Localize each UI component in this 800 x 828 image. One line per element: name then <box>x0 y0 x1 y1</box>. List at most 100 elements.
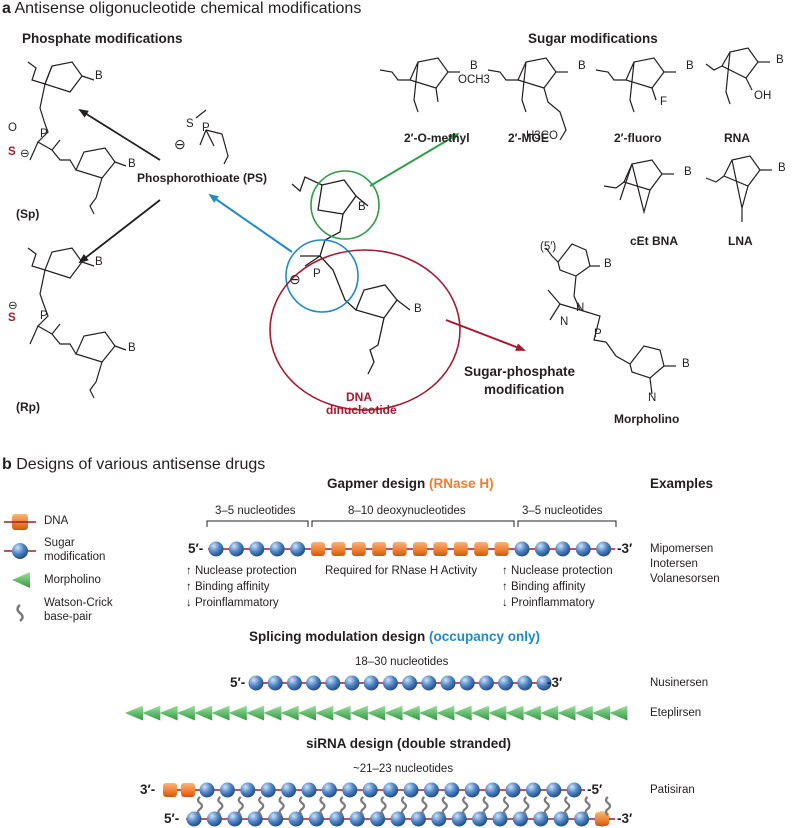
sirna-top-sugar-unit <box>525 782 541 798</box>
sirna-top-dna-unit <box>181 783 195 797</box>
atom-b-s5: B <box>684 166 692 178</box>
atom-s-rp: S <box>8 312 16 324</box>
sirna-top-sugar-unit <box>546 782 562 798</box>
atom-p-m: P <box>594 328 602 340</box>
sirna-bottom-sugar-unit <box>206 811 222 827</box>
sirna-span: ~21–23 nucleotides <box>353 763 454 775</box>
example-eteplirsen: Eteplirsen <box>650 707 702 719</box>
sirna-base-pair <box>319 796 326 816</box>
sirna-base-pair <box>604 796 612 816</box>
splicing-sugar-unit <box>363 675 379 691</box>
rp-label: (Rp) <box>16 400 40 414</box>
legend-sugar-icon <box>12 543 28 559</box>
panel-a-heading: a Antisense oligonucleotide chemical mod… <box>2 0 361 18</box>
sugar-label-cet-bna: cEt BNA <box>630 234 679 248</box>
morpholino-structure <box>545 243 676 395</box>
sugar-cet-bna-structure <box>603 159 674 215</box>
morpholino-5-prime: (5′) <box>540 241 557 253</box>
dna-label-1: DNA <box>346 390 372 404</box>
sugar-label-lna: LNA <box>728 234 753 248</box>
green-sugar-circle <box>310 170 380 240</box>
atom-b-rp1: B <box>95 256 103 268</box>
examples-heading: Examples <box>650 476 714 491</box>
minus-ps: ⊖ <box>174 136 186 152</box>
sugar-sub-moe: H3CO <box>526 130 558 142</box>
gapmer-sugar-unit <box>555 541 571 557</box>
minus-sp: ⊖ <box>20 148 30 160</box>
black-arrow-sp <box>78 108 161 161</box>
phosphate-heading: Phosphate modifications <box>22 31 183 46</box>
gapmer-left-note-3: ↓ Proinflammatory <box>186 597 279 609</box>
eteplirsen-morpholino-unit <box>471 705 489 721</box>
eteplirsen-morpholino-unit <box>384 705 403 721</box>
gapmer-left-note-1: ↑ Nuclease protection <box>186 565 297 577</box>
sugar-2-moe-structure <box>487 57 568 141</box>
sugar-heading: Sugar modifications <box>528 31 658 46</box>
sirna-base-pair <box>543 796 550 816</box>
sirna-top-sugar-unit <box>383 782 399 798</box>
splicing-heading-text: Splicing modulation design <box>249 629 426 644</box>
atom-b-s3: B <box>686 60 694 72</box>
atom-n-m3: N <box>648 392 657 404</box>
eteplirsen-morpholino-unit <box>349 705 368 721</box>
gapmer-sugar-unit <box>575 541 591 557</box>
eteplirsen-morpholino-unit <box>263 705 282 721</box>
sirna-base-pair <box>441 796 448 816</box>
sirna-bottom-sugar-unit <box>492 811 508 827</box>
ps-label: Phosphorothioate (PS) <box>137 171 267 185</box>
sirna-top-sugar-unit <box>444 782 460 798</box>
sugar-sub-fluoro: F <box>660 96 668 108</box>
sirna-base-pair <box>237 796 244 816</box>
sirna-bottom-sugar-unit <box>512 811 528 827</box>
eteplirsen-morpholino-unit <box>436 705 455 721</box>
eteplirsen-morpholino-unit <box>419 705 438 721</box>
gapmer-dna-unit <box>413 542 427 556</box>
panel-b-heading: b Designs of various antisense drugs <box>2 456 265 474</box>
minus-dna: ⊖ <box>289 271 301 287</box>
sugar-phosphate-label-2: modification <box>484 382 565 397</box>
eteplirsen-morpholino-unit <box>315 705 334 721</box>
splicing-sugar-unit <box>536 675 552 691</box>
black-arrow-rp <box>78 199 161 264</box>
sugar-sub-omethyl: OCH3 <box>458 74 490 86</box>
eteplirsen-morpholino-unit <box>592 705 611 721</box>
sirna-top-sugar-unit <box>464 782 480 798</box>
gapmer-sugar-unit <box>514 541 530 557</box>
sirna-base-pair <box>482 796 489 816</box>
gapmer-dna-unit <box>351 542 366 556</box>
sirna-bottom-sugar-unit <box>268 811 284 827</box>
atom-b-s1: B <box>470 60 478 72</box>
splicing-heading: Splicing modulation design (occupancy on… <box>249 629 540 644</box>
eteplirsen-morpholino-unit <box>246 705 265 721</box>
sirna-bottom-sugar-unit <box>288 811 304 827</box>
legend-watson-crick-label: Watson-Crick <box>44 597 113 609</box>
gapmer-dna-unit <box>311 542 325 556</box>
panel-b-title: Designs of various antisense drugs <box>16 456 266 473</box>
sirna-base-pair <box>278 796 285 816</box>
sirna-base-pair <box>298 796 306 816</box>
splicing-heading-paren: (occupancy only) <box>429 629 541 644</box>
gapmer-dna-unit <box>392 542 407 556</box>
sirna-bot-right: -3′ <box>617 811 633 826</box>
atom-b-dna1: B <box>358 201 366 213</box>
strands-layer <box>125 541 628 827</box>
splicing-sugar-unit <box>344 675 360 691</box>
dna-dinucleotide-structure <box>291 176 411 375</box>
splicing-sugar-unit <box>248 675 264 691</box>
atom-s-sp: S <box>8 146 16 158</box>
eteplirsen-morpholino-unit <box>540 705 559 721</box>
gapmer-sugar-unit <box>249 541 265 557</box>
gapmer-dna-unit <box>433 542 448 556</box>
sirna-top-sugar-unit <box>321 782 337 798</box>
sirna-bottom-sugar-unit <box>247 811 263 827</box>
blue-arrow <box>208 193 293 253</box>
gapmer-dna-unit <box>372 542 387 556</box>
legend-watson-crick-icon <box>16 604 24 622</box>
eteplirsen-morpholino-unit <box>367 705 386 721</box>
eteplirsen-morpholino-unit <box>211 705 230 721</box>
sirna-bottom-sugar-unit <box>472 811 488 827</box>
splicing-sugar-unit <box>286 675 302 691</box>
gapmer-right-note-3: ↓ Proinflammatory <box>502 597 595 609</box>
atom-b-sp1: B <box>95 70 103 82</box>
rp-structure <box>27 247 127 399</box>
